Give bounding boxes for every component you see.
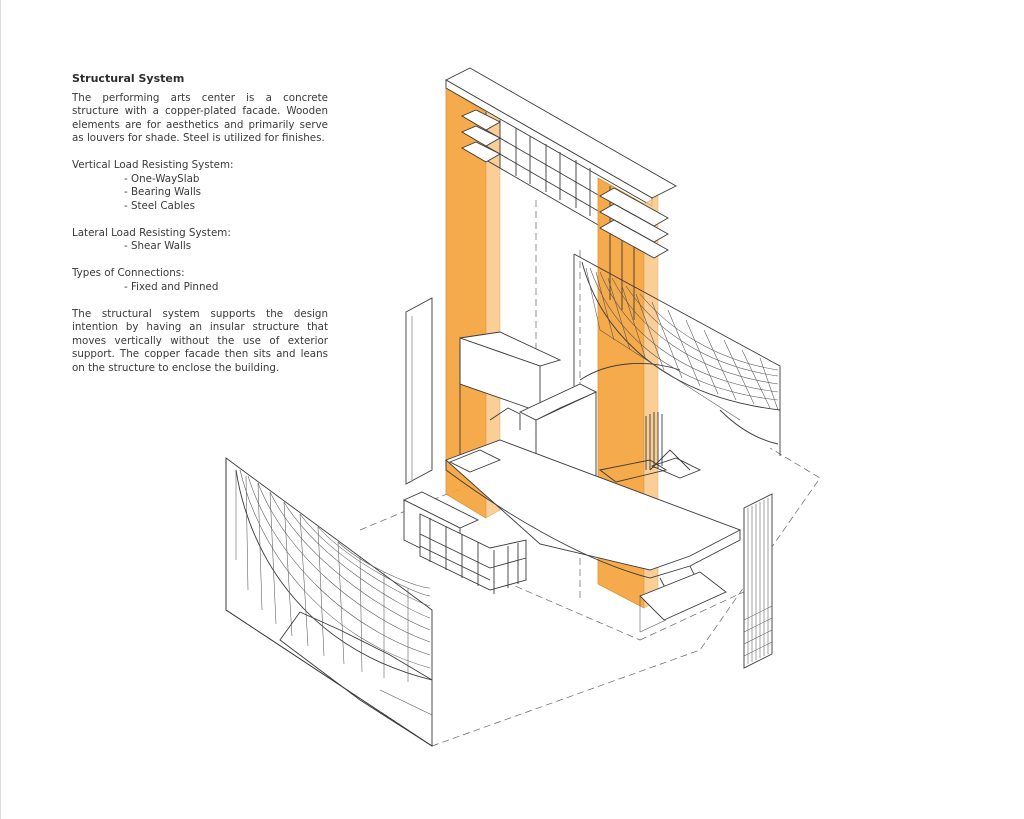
list-item: - Steel Cables [124, 199, 195, 212]
list-item: - Fixed and Pinned [124, 280, 219, 293]
panel-title: Structural System [72, 72, 185, 85]
structural-system-panel: Structural System The performing arts ce… [72, 72, 328, 375]
intro-paragraph: The performing arts center is a concrete… [72, 91, 328, 145]
lobby-box [402, 491, 527, 594]
right-facade-panel [573, 253, 781, 456]
left-facade-panel [225, 457, 433, 747]
connections-list: - Fixed and Pinned [72, 281, 328, 295]
closing-paragraph: The structural system supports the desig… [72, 307, 328, 374]
slim-wall-left [405, 297, 433, 485]
list-item: - Bearing Walls [124, 186, 202, 198]
lateral-load-heading: Lateral Load Resisting System: [72, 226, 231, 239]
shear-core-left [445, 87, 501, 519]
lateral-load-list: - Shear Walls [72, 240, 328, 254]
list-item: - One-WaySlab [124, 172, 200, 185]
roof-frame [445, 67, 677, 227]
list-item: - Shear Walls [124, 240, 192, 252]
connections-heading: Types of Connections: [72, 267, 185, 279]
vertical-load-list: - One-WaySlab - Bearing Walls - Steel Ca… [72, 173, 328, 214]
wood-louver-panel [743, 493, 773, 669]
steel-cables [645, 412, 702, 479]
page-edge-line [0, 0, 1, 819]
vertical-load-heading: Vertical Load Resisting System: [72, 159, 234, 171]
main-floor-slab [445, 439, 742, 633]
